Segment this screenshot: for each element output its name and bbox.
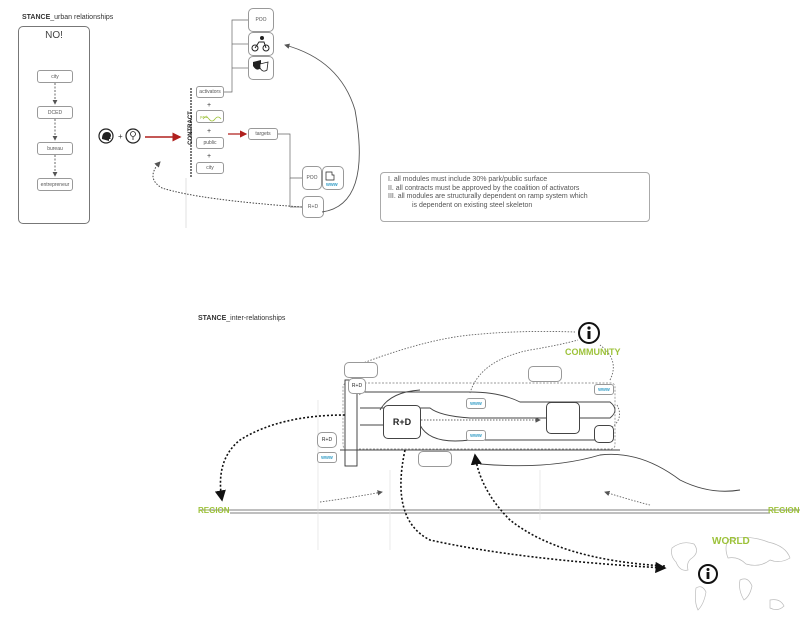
head-icon [98, 128, 114, 144]
plus-sign: + [118, 132, 123, 141]
bottom-title-bold: STANCE [198, 315, 227, 322]
www-box-right: www [594, 384, 614, 395]
top-title-bold: STANCE [22, 14, 51, 21]
poo-box-top: POO [248, 8, 274, 32]
www-label-right: www [598, 386, 610, 393]
curve-arrow-upper [284, 43, 360, 213]
rd-box-small: R+D [317, 432, 337, 448]
contract-public: public [196, 137, 224, 149]
arrow-rd-world [400, 449, 667, 574]
masks-box-bottom [546, 402, 580, 434]
rule-2: II. all contracts must be approved by th… [388, 184, 580, 192]
region-label-left: REGION [198, 506, 230, 515]
bottom-diagram-title: STANCE_inter-relationships [198, 315, 285, 322]
top-title-rest: _urban relationships [50, 14, 114, 21]
arrow-world-up [470, 453, 666, 567]
contract-activators: activators [196, 86, 224, 98]
masks-box-small [594, 425, 614, 443]
arrow-to-region [214, 414, 346, 502]
community-label: COMMUNITY [565, 347, 621, 357]
info-icon-world [698, 564, 718, 584]
world-label: WORLD [712, 536, 750, 547]
hierarchy-dced: DCED [37, 106, 73, 119]
www-box-left: www [317, 452, 337, 463]
contract-city: city [196, 162, 224, 174]
targets-box: targets [248, 128, 278, 140]
www-box-low: www [466, 430, 486, 441]
hand-icon [325, 171, 335, 181]
www-label-mid: www [470, 400, 482, 407]
curve-arrow-dotted [152, 161, 303, 208]
www-label-low: www [470, 432, 482, 439]
rd-box-top: R+D [302, 196, 324, 218]
park-box-left [344, 362, 378, 378]
park-box-bottom [418, 451, 452, 467]
bike-box [248, 32, 274, 56]
rules-box [380, 172, 650, 222]
bottom-title-rest: _inter-relationships [226, 315, 286, 322]
hierarchy-frame [18, 26, 90, 224]
contract-park-label: park [200, 114, 208, 119]
svg-text:+: + [207, 128, 211, 135]
rule-3-cont: is dependent on existing steel skeleton [412, 201, 533, 209]
hierarchy-entrepreneur: entrepreneur [37, 178, 73, 191]
rules-text: I. all modules must include 30% park/pub… [388, 176, 650, 210]
bike-icon [251, 36, 270, 52]
poo-box-mid: POO [302, 166, 322, 190]
hierarchy-city: city [37, 70, 73, 83]
region-label-right: REGION [768, 506, 800, 515]
top-diagram-title: STANCE_urban relationships [22, 14, 113, 21]
hierarchy-bureau: bureau [37, 142, 73, 155]
info-icon-community [578, 322, 600, 344]
svg-text:+: + [207, 102, 211, 109]
rule-1: I. all modules must include 30% park/pub… [388, 176, 548, 183]
contract-park: park [196, 110, 224, 123]
no-label: NO! [45, 30, 63, 41]
www-label-left: www [321, 454, 333, 461]
rd-box-tiny: R+D [348, 378, 366, 394]
rd-box-main: R+D [383, 405, 421, 439]
rule-3: III. all modules are structurally depend… [388, 193, 588, 200]
www-box-mid: www [466, 398, 486, 409]
contract-plus-signs: + + + [207, 102, 211, 160]
park-box-right [528, 366, 562, 382]
www-text-top: www [325, 182, 338, 188]
world-map [671, 537, 791, 611]
svg-text:+: + [207, 153, 211, 160]
bulb-icon [125, 128, 141, 144]
masks-icon-top [253, 60, 269, 72]
